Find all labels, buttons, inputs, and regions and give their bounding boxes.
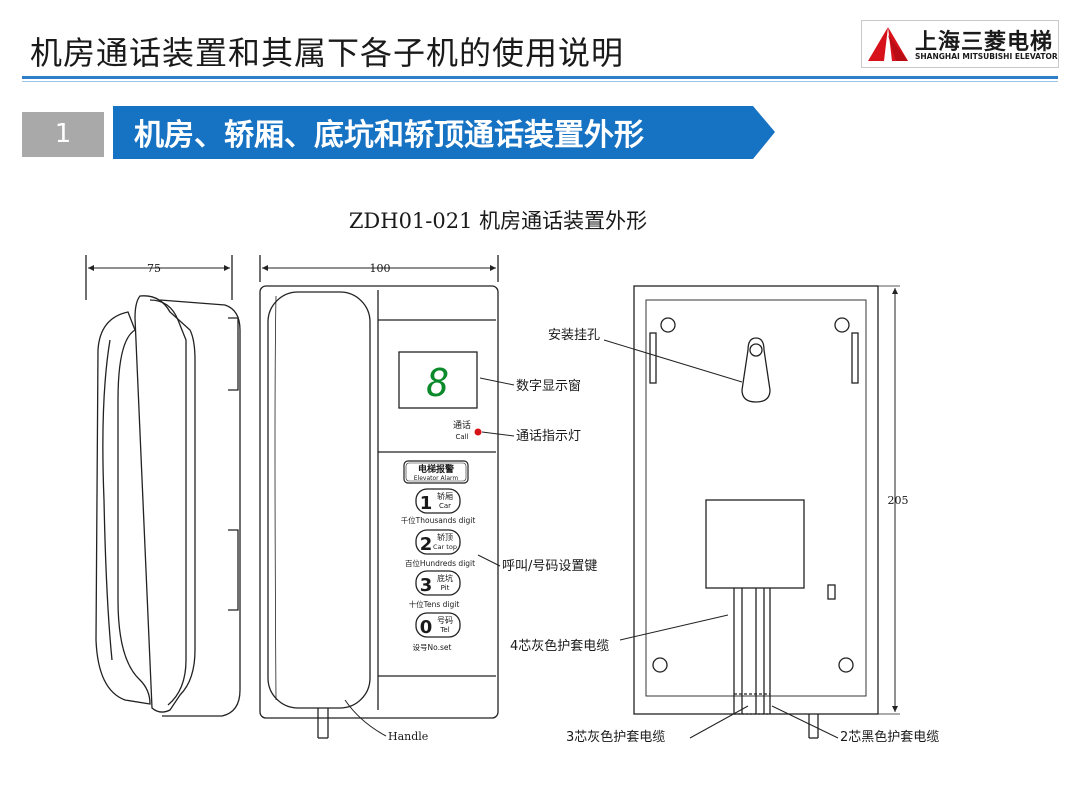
- logo-text-cn: 上海三菱电梯: [915, 30, 1054, 55]
- label-cable-2core: 2芯黑色护套电缆: [840, 729, 939, 745]
- alarm-button-en: Elevator Alarm: [414, 475, 459, 482]
- svg-text:Car top: Car top: [433, 543, 457, 551]
- label-display-window: 数字显示窗: [516, 378, 581, 394]
- logo-text-en: SHANGHAI MITSUBISHI ELEVATOR: [915, 52, 1058, 61]
- label-mount-hole: 安装挂孔: [548, 328, 600, 343]
- key-2-caption: 百位Hundreds digit: [405, 558, 475, 568]
- page-title: 机房通话装置和其属下各子机的使用说明: [30, 34, 625, 72]
- front-view: [259, 255, 499, 739]
- label-cable-4core: 4芯灰色护套电缆: [510, 638, 609, 654]
- title-underline-light: [22, 81, 1058, 82]
- svg-text:Tel: Tel: [439, 626, 449, 634]
- svg-text:0: 0: [420, 617, 433, 638]
- side-width-dim: 75: [147, 262, 161, 275]
- call-indicator-lamp: [474, 428, 482, 436]
- svg-text:Car: Car: [439, 502, 451, 510]
- front-width-dim: 100: [370, 262, 391, 275]
- company-logo: 上海三菱电梯 SHANGHAI MITSUBISHI ELEVATOR: [861, 20, 1059, 68]
- diagram-title: ZDH01-021 机房通话装置外形: [349, 209, 647, 233]
- label-key-setting: 呼叫/号码设置键: [502, 559, 597, 574]
- label-handle: Handle: [388, 730, 428, 743]
- indicator-en: Call: [455, 433, 468, 441]
- key-3-caption: 十位Tens digit: [409, 599, 460, 609]
- key-0-button[interactable]: 0 号码 Tel: [415, 612, 461, 638]
- label-cable-3core: 3芯灰色护套电缆: [566, 729, 665, 745]
- key-1-button[interactable]: 1 轿厢 Car: [415, 488, 461, 514]
- alarm-button-cn: 电梯报警: [418, 463, 454, 475]
- svg-text:号码: 号码: [437, 616, 453, 625]
- svg-text:底坑: 底坑: [437, 573, 453, 583]
- section-title: 机房、轿厢、底坑和轿顶通话装置外形: [134, 118, 644, 153]
- back-height-dim: 205: [888, 494, 909, 507]
- svg-text:轿厢: 轿厢: [437, 491, 453, 501]
- mitsubishi-logo-icon: [868, 27, 908, 61]
- section-banner: [113, 106, 775, 159]
- key-3-button[interactable]: 3 底坑 Pit: [415, 570, 461, 596]
- key-0-caption: 设号No.set: [413, 642, 452, 652]
- title-underline: [22, 76, 1058, 79]
- alarm-button[interactable]: 电梯报警 Elevator Alarm: [403, 460, 469, 484]
- key-2-button[interactable]: 2 轿顶 Car top: [415, 529, 461, 555]
- front-callout-lines: [344, 377, 515, 737]
- back-callout-lines: [603, 339, 839, 739]
- svg-text:3: 3: [420, 575, 433, 596]
- svg-text:2: 2: [420, 534, 433, 555]
- label-call-indicator: 通话指示灯: [516, 429, 581, 444]
- svg-text:1: 1: [420, 493, 433, 514]
- indicator-cn: 通话: [453, 419, 471, 431]
- key-1-caption: 千位Thousands digit: [401, 515, 476, 525]
- display-digit: 8: [427, 361, 450, 405]
- section-number: 1: [22, 112, 104, 157]
- side-view: [85, 255, 241, 717]
- svg-text:轿顶: 轿顶: [437, 532, 453, 542]
- svg-text:Pit: Pit: [441, 584, 450, 592]
- back-view: [633, 285, 900, 739]
